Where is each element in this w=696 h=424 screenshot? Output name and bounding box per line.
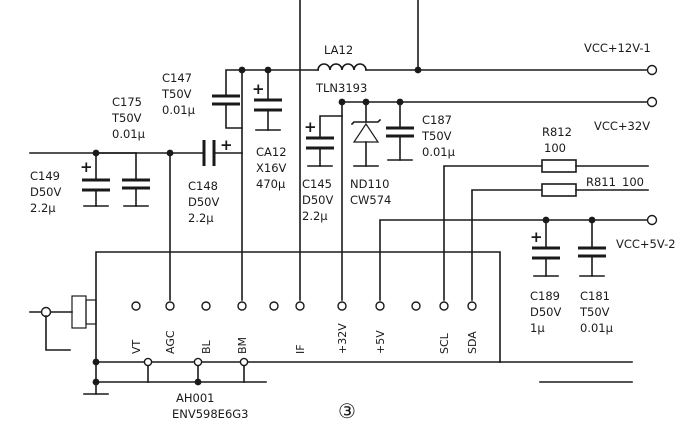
vcc-12v-label: VCC+12V-1 (584, 41, 651, 55)
c149-rating: D50V (30, 185, 61, 199)
sda-line (471, 183, 649, 301)
resistor-r811-icon (541, 183, 577, 197)
rf-input-connector-icon (29, 295, 97, 351)
pin-label-sda: SDA (466, 331, 479, 354)
c147-value: 0.01μ (162, 103, 196, 117)
pin-label-scl: SCL (438, 332, 451, 354)
svg-text:+: + (220, 136, 233, 154)
c145-value: 2.2μ (302, 209, 328, 223)
inductor-part: TLN3193 (315, 81, 367, 95)
vcc-12v-rail (238, 0, 658, 301)
ca12-ref: CA12 (256, 145, 287, 159)
c187-value: 0.01μ (422, 145, 456, 159)
c148-rating: D50V (188, 195, 219, 209)
resistor-r812-icon (541, 159, 577, 173)
c189-value: 1μ (530, 321, 545, 335)
c148-value: 2.2μ (188, 211, 214, 225)
c145-ref: C145 (302, 177, 332, 191)
c175-ref: C175 (112, 95, 142, 109)
r812-ref: R812 (542, 125, 572, 139)
diode-ref: ND110 (350, 177, 389, 191)
pin-label-bl: BL (200, 339, 213, 354)
c181-rating: T50V (579, 305, 610, 319)
c147-ref: C147 (162, 71, 192, 85)
inductor-ref: LA12 (324, 43, 353, 57)
capacitor-c181-icon (578, 219, 606, 277)
capacitor-c147-icon (212, 69, 243, 301)
vcc-5v-terminal-icon (646, 214, 658, 226)
pin-label-vt: VT (130, 339, 143, 354)
module-part: ENV598E6G3 (172, 407, 249, 421)
zener-diode-icon (350, 101, 382, 167)
pin-label-5v: +5V (374, 330, 387, 354)
vcc-5v-rail (379, 214, 658, 301)
vcc-32v-terminal-icon (646, 96, 658, 108)
module-pins (131, 301, 477, 311)
c149-ref: C149 (30, 169, 60, 183)
capacitor-c189-icon: + (530, 219, 560, 277)
c181-value: 0.01μ (580, 321, 614, 335)
c175-value: 0.01μ (112, 127, 146, 141)
c149-value: 2.2μ (30, 201, 56, 215)
svg-text:+: + (530, 228, 543, 246)
scl-line (443, 159, 649, 301)
capacitor-c149-icon: + (80, 152, 110, 207)
capacitor-c145-icon: + (304, 115, 343, 167)
c187-rating: T50V (421, 129, 452, 143)
svg-text:+: + (304, 118, 317, 136)
pin-label-bm: BM (236, 337, 249, 354)
svg-text:+: + (80, 158, 93, 176)
c189-ref: C189 (530, 289, 560, 303)
capacitor-c148-icon: + (202, 136, 233, 166)
svg-text:+: + (252, 80, 265, 98)
pin-label-if: IF (294, 344, 307, 354)
tuner-module-box (83, 251, 501, 395)
pin-label-agc: AGC (164, 330, 177, 354)
vcc-32v-label: VCC+32V (594, 119, 650, 133)
ca12-value: 470μ (256, 177, 286, 191)
capacitor-ca12-icon: + (252, 69, 282, 131)
capacitor-c187-icon (386, 101, 414, 161)
r811-ref: R811 (586, 175, 616, 189)
pin-label-32v: +32V (336, 323, 349, 354)
c187-ref: C187 (422, 113, 452, 127)
ca12-rating: X16V (256, 161, 287, 175)
capacitor-c175-icon (95, 152, 150, 207)
r811-value: 100 (622, 175, 644, 189)
r812-value: 100 (544, 141, 566, 155)
c145-rating: D50V (302, 193, 333, 207)
agc-input-line (29, 149, 243, 301)
figure-number: ③ (338, 399, 356, 423)
vcc-5v-label: VCC+5V-2 (616, 237, 676, 251)
c147-rating: T50V (161, 87, 192, 101)
c175-rating: T50V (111, 111, 142, 125)
c148-ref: C148 (188, 179, 218, 193)
diode-part: CW574 (350, 193, 391, 207)
c189-rating: D50V (530, 305, 561, 319)
inductor-coil-icon (317, 63, 367, 71)
module-ref: AH001 (176, 391, 214, 405)
c181-ref: C181 (580, 289, 610, 303)
vcc-12v-terminal-icon (646, 64, 658, 76)
